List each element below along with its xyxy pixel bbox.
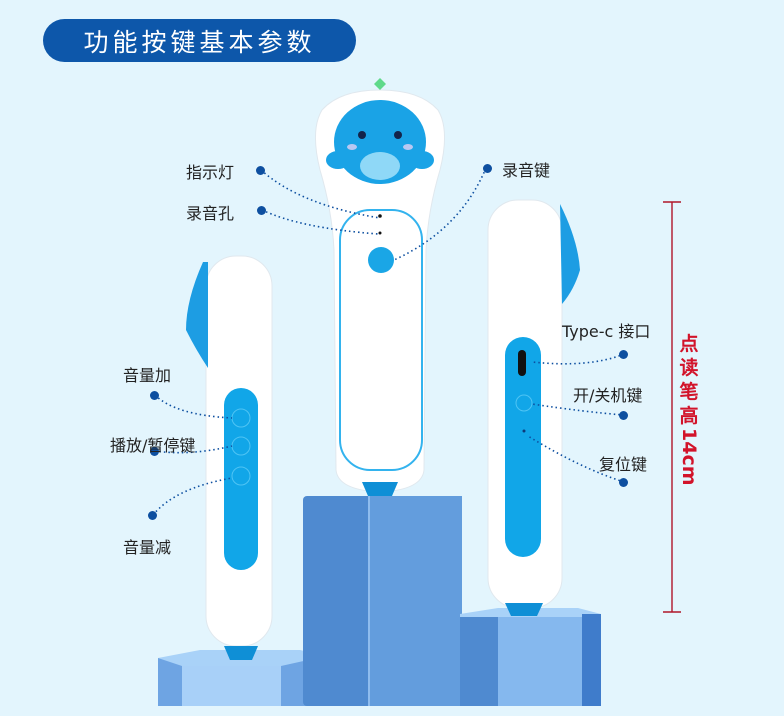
label-record-hole: 录音孔 xyxy=(186,204,235,223)
center-pedestal xyxy=(303,496,462,706)
label-reset: 复位键 xyxy=(599,455,648,474)
height-char: 读 xyxy=(679,357,699,379)
height-char: 点 xyxy=(679,333,699,355)
right-pen xyxy=(487,199,580,616)
callout-dot-indicator xyxy=(256,166,265,175)
label-record-key: 录音键 xyxy=(502,161,551,180)
height-char: 高 xyxy=(679,405,699,427)
callout-dot-type-c xyxy=(619,350,628,359)
callout-dot-reset xyxy=(619,478,628,487)
label-play-pause: 播放/暂停键 xyxy=(110,436,196,455)
callout-dot-record-hole xyxy=(257,206,266,215)
label-type-c: Type-c 接口 xyxy=(562,322,651,341)
page-title: 功能按键基本参数 xyxy=(43,19,356,62)
callout-dot-record-key xyxy=(483,164,492,173)
height-char: 笔 xyxy=(679,381,699,403)
label-volume-up: 音量加 xyxy=(123,366,172,385)
label-indicator-light: 指示灯 xyxy=(186,163,235,182)
center-pen xyxy=(315,78,445,496)
pen-height-label: 点 读 笔 高 14cm xyxy=(677,332,701,486)
right-pedestal xyxy=(460,608,601,706)
callout-dot-power xyxy=(619,411,628,420)
callout-dot-volume-down xyxy=(148,511,157,520)
height-value: 14cm xyxy=(678,428,700,486)
label-volume-down: 音量减 xyxy=(123,538,172,557)
callout-dot-volume-up xyxy=(150,391,159,400)
leader-lines xyxy=(152,167,625,516)
left-pen xyxy=(186,255,273,660)
label-power: 开/关机键 xyxy=(573,386,643,405)
height-measure-bar xyxy=(663,201,681,613)
callout-dot-play-pause xyxy=(150,447,159,456)
